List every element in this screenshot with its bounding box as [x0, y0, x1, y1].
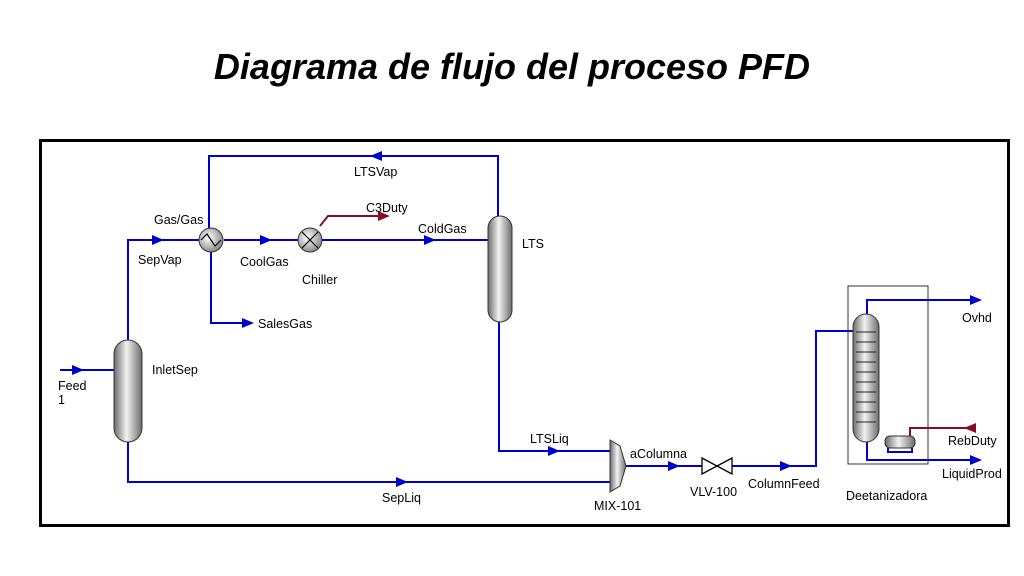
label-cool-gas: CoolGas — [240, 255, 289, 269]
inlet-sep-vessel[interactable] — [113, 339, 143, 443]
reb-duty-line — [909, 427, 974, 438]
mix-101-mixer[interactable] — [609, 439, 627, 493]
label-c3-duty: C3Duty — [366, 201, 408, 215]
label-lts-liq: LTSLiq — [530, 432, 569, 446]
label-deetanizadora: Deetanizadora — [846, 489, 927, 503]
liquid-prod-arrow — [970, 455, 982, 465]
label-feed-number: 1 — [58, 393, 65, 407]
label-ovhd: Ovhd — [962, 311, 992, 325]
stream-arrows — [72, 151, 982, 487]
sep-liq-line — [127, 442, 610, 483]
reb-duty-arrow — [964, 423, 976, 433]
column-feed-line — [732, 330, 853, 467]
label-sep-vap: SepVap — [138, 253, 182, 267]
c3-duty-arrow — [378, 211, 390, 221]
pfd-frame: Feed 1 InletSep Gas/Gas SepVap CoolGas C… — [39, 139, 1010, 527]
liquid-prod-line — [866, 440, 979, 461]
c3-duty-line — [319, 215, 380, 227]
label-mix-101: MIX-101 — [594, 499, 641, 513]
chiller-exchanger[interactable] — [297, 227, 323, 253]
label-vlv-100: VLV-100 — [690, 485, 737, 499]
cold-gas-arrow — [424, 235, 436, 245]
energy-streams — [319, 211, 976, 438]
label-a-columna: aColumna — [630, 447, 687, 461]
label-inlet-sep: InletSep — [152, 363, 198, 377]
label-column-feed: ColumnFeed — [748, 477, 820, 491]
label-lts: LTS — [522, 237, 544, 251]
feed-arrow — [72, 365, 84, 375]
lts-vessel[interactable] — [487, 215, 513, 323]
lts-liq-arrow — [548, 446, 560, 456]
reboiler[interactable] — [884, 435, 916, 449]
vlv-100-valve[interactable] — [701, 456, 733, 476]
ovhd-line — [866, 299, 979, 316]
lts-liq-line — [498, 320, 610, 452]
page-title: Diagrama de flujo del proceso PFD — [213, 46, 811, 87]
lts-vap-line — [208, 155, 499, 228]
sales-gas-line — [210, 252, 242, 324]
label-cold-gas: ColdGas — [418, 222, 467, 236]
label-feed: Feed — [58, 379, 87, 393]
column-feed-arrow — [780, 461, 792, 471]
labels: Feed 1 InletSep Gas/Gas SepVap CoolGas C… — [58, 165, 1002, 513]
sep-liq-arrow — [396, 477, 408, 487]
sep-vap-arrow — [152, 235, 164, 245]
label-gas-gas: Gas/Gas — [154, 213, 203, 227]
stream-lines — [60, 155, 979, 483]
label-lts-vap: LTSVap — [354, 165, 397, 179]
label-sep-liq: SepLiq — [382, 491, 421, 505]
sep-vap-line — [127, 239, 200, 340]
label-liquid-prod: LiquidProd — [942, 467, 1002, 481]
deetanizadora-column[interactable] — [847, 285, 929, 465]
pfd-diagram: Feed 1 InletSep Gas/Gas SepVap CoolGas C… — [58, 151, 1002, 513]
gas-gas-exchanger[interactable] — [198, 227, 224, 253]
a-columna-arrow — [668, 461, 680, 471]
label-reb-duty: RebDuty — [948, 434, 997, 448]
sales-gas-arrow — [242, 318, 254, 328]
label-sales-gas: SalesGas — [258, 317, 312, 331]
ovhd-arrow — [970, 295, 982, 305]
label-chiller: Chiller — [302, 273, 337, 287]
lts-vap-arrow — [370, 151, 382, 161]
cool-gas-arrow — [260, 235, 272, 245]
